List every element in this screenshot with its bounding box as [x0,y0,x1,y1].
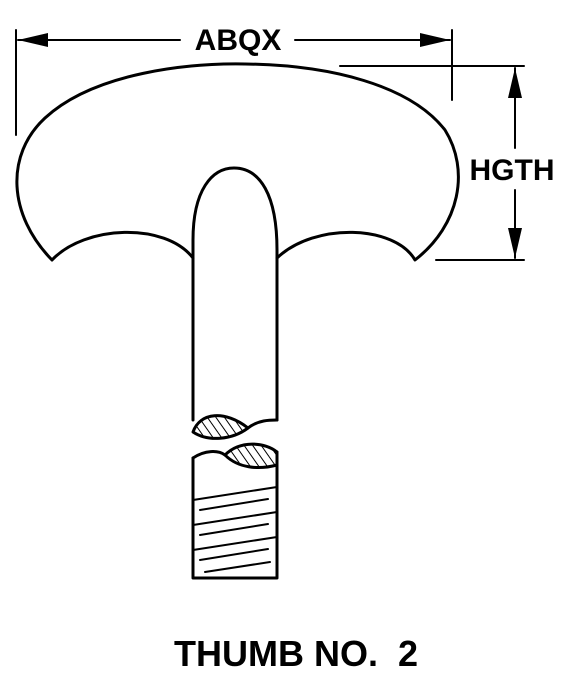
width-dimension: ABQX [15,24,453,136]
thread-line [192,511,278,526]
thumb-head [15,62,460,262]
thread-lines [192,486,278,573]
thread-line [192,486,278,501]
upper-break-edge [246,418,279,430]
upper-break-section [191,414,250,440]
lower-break-edge [191,450,227,460]
height-label: HGTH [470,154,555,187]
thread-line [199,523,269,536]
width-arrowhead-right [420,33,450,47]
width-arrowhead-left [18,33,48,47]
height-dimension: HGTH [339,65,555,261]
lower-break-section [223,442,279,469]
thread-line [199,498,269,511]
height-arrowhead-top [508,68,522,98]
thread-line [199,548,269,561]
thread-line [204,561,271,573]
diagram-caption: THUMB NO. 2 [174,633,418,674]
width-label: ABQX [195,24,282,57]
height-arrowhead-bottom [508,228,522,258]
shank-lower [191,450,279,580]
thread-line [192,536,278,551]
shank-upper [191,166,279,422]
